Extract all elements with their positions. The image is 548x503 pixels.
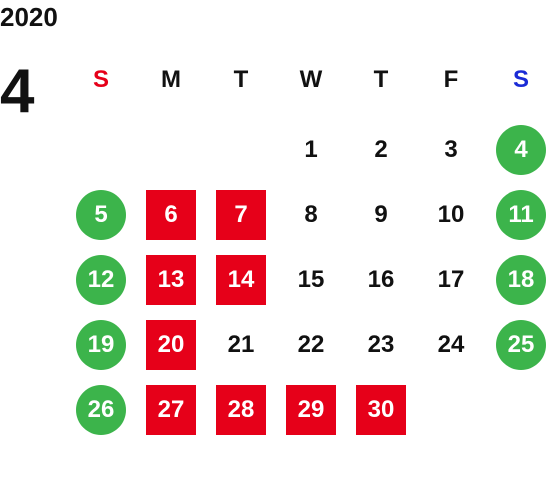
day-cell-10[interactable]: 10 <box>437 201 465 228</box>
day-cell-27[interactable]: 27 <box>146 385 196 435</box>
day-cell-23[interactable]: 23 <box>367 331 395 358</box>
day-cell-25[interactable]: 25 <box>496 320 546 370</box>
weekday-tuesday: T <box>233 66 249 93</box>
day-cell-11[interactable]: 11 <box>496 190 546 240</box>
day-cell-20[interactable]: 20 <box>146 320 196 370</box>
day-cell-17[interactable]: 17 <box>437 266 465 293</box>
day-cell-6[interactable]: 6 <box>146 190 196 240</box>
day-cell-16[interactable]: 16 <box>367 266 395 293</box>
day-cell-26[interactable]: 26 <box>76 385 126 435</box>
day-cell-28[interactable]: 28 <box>216 385 266 435</box>
weekday-monday: M <box>161 66 181 93</box>
day-cell-15[interactable]: 15 <box>297 266 325 293</box>
weekday-thursday: T <box>373 66 389 93</box>
day-cell-9[interactable]: 9 <box>374 201 388 228</box>
day-cell-19[interactable]: 19 <box>76 320 126 370</box>
day-cell-13[interactable]: 13 <box>146 255 196 305</box>
day-cell-7[interactable]: 7 <box>216 190 266 240</box>
day-cell-22[interactable]: 22 <box>297 331 325 358</box>
day-cell-21[interactable]: 21 <box>227 331 255 358</box>
day-cell-3[interactable]: 3 <box>444 136 458 163</box>
day-cell-5[interactable]: 5 <box>76 190 126 240</box>
weekday-wednesday: W <box>299 66 323 93</box>
weekday-saturday: S <box>512 66 529 93</box>
day-cell-29[interactable]: 29 <box>286 385 336 435</box>
day-cell-30[interactable]: 30 <box>356 385 406 435</box>
day-cell-8[interactable]: 8 <box>304 201 318 228</box>
day-cell-2[interactable]: 2 <box>374 136 388 163</box>
day-cell-12[interactable]: 12 <box>76 255 126 305</box>
day-cell-14[interactable]: 14 <box>216 255 266 305</box>
day-cell-24[interactable]: 24 <box>437 331 465 358</box>
day-cell-4[interactable]: 4 <box>496 125 546 175</box>
weekday-friday: F <box>443 66 459 93</box>
weekday-sunday: S <box>92 66 109 93</box>
year-label: 2020 <box>0 2 58 32</box>
day-cell-1[interactable]: 1 <box>304 136 318 163</box>
day-cell-18[interactable]: 18 <box>496 255 546 305</box>
month-label: 4 <box>0 57 35 126</box>
